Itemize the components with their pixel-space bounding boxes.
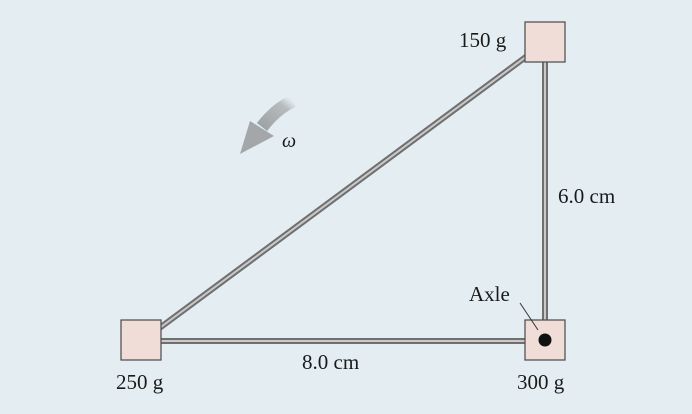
dimension-label-horizontal: 8.0 cm [302,350,360,374]
rotation-arrow-head [240,121,274,154]
mass-block-top-right [524,21,566,63]
mass-label-bottom-left: 250 g [116,370,164,394]
axle-leader-line [519,302,539,331]
axle-dot [538,333,552,347]
rod-hypotenuse [140,39,548,344]
mass-label-bottom-right: 300 g [517,370,565,394]
axle-label: Axle [469,282,510,306]
mass-block-bottom-left [120,319,162,361]
rotation-arrow-shaft [256,95,296,132]
angular-velocity-symbol: ω [282,130,297,152]
rotation-arrow [240,95,296,154]
dimension-label-vertical: 6.0 cm [558,184,616,208]
mass-label-top-right: 150 g [459,28,507,52]
